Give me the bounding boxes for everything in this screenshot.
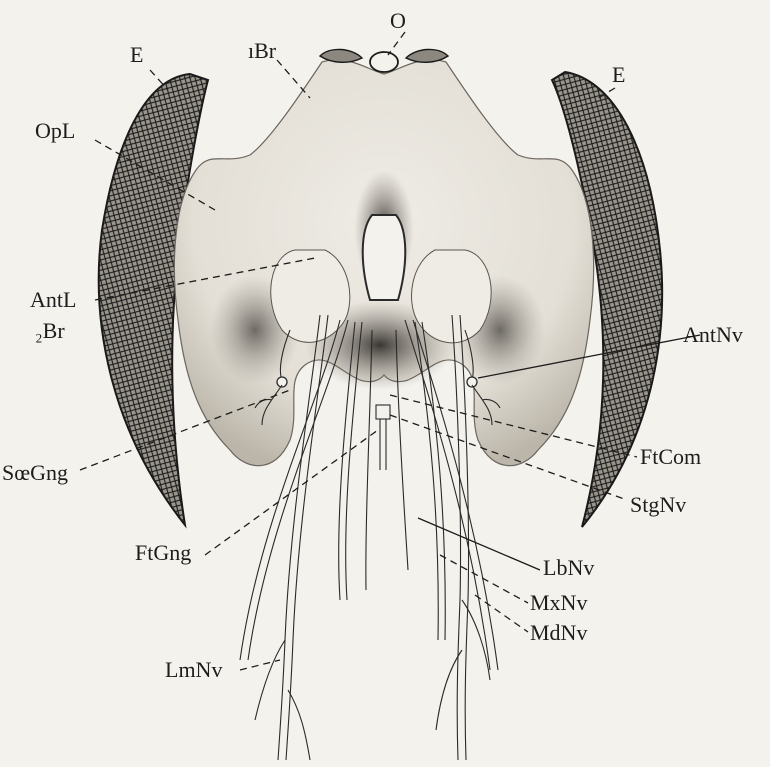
label-eye-right: E [612, 62, 625, 87]
label-stomatogastric-nerve: StgNv [630, 492, 686, 517]
esophageal-foramen [363, 215, 406, 300]
label-ocellus: O [390, 8, 406, 33]
label-maxillary-nerve: MxNv [530, 590, 587, 615]
label-deutocerebrum: ₂Br [35, 318, 65, 343]
label-labial-nerve: LbNv [543, 555, 594, 580]
label-labral-nerve: LmNv [165, 657, 222, 682]
label-protocerebrum: ıBr [248, 38, 277, 63]
label-frontal-commissure: FtCom [640, 444, 701, 469]
label-subesophageal-ganglion: SœGng [2, 460, 68, 485]
label-frontal-ganglion: FtGng [135, 540, 191, 565]
label-mandibular-nerve: MdNv [530, 620, 587, 645]
label-optic-lobe: OpL [35, 118, 75, 143]
label-antennal-lobe: AntL [30, 287, 76, 312]
label-antennal-nerve: AntNv [683, 322, 743, 347]
median-ocellus [370, 52, 398, 72]
label-eye-left: E [130, 42, 143, 67]
